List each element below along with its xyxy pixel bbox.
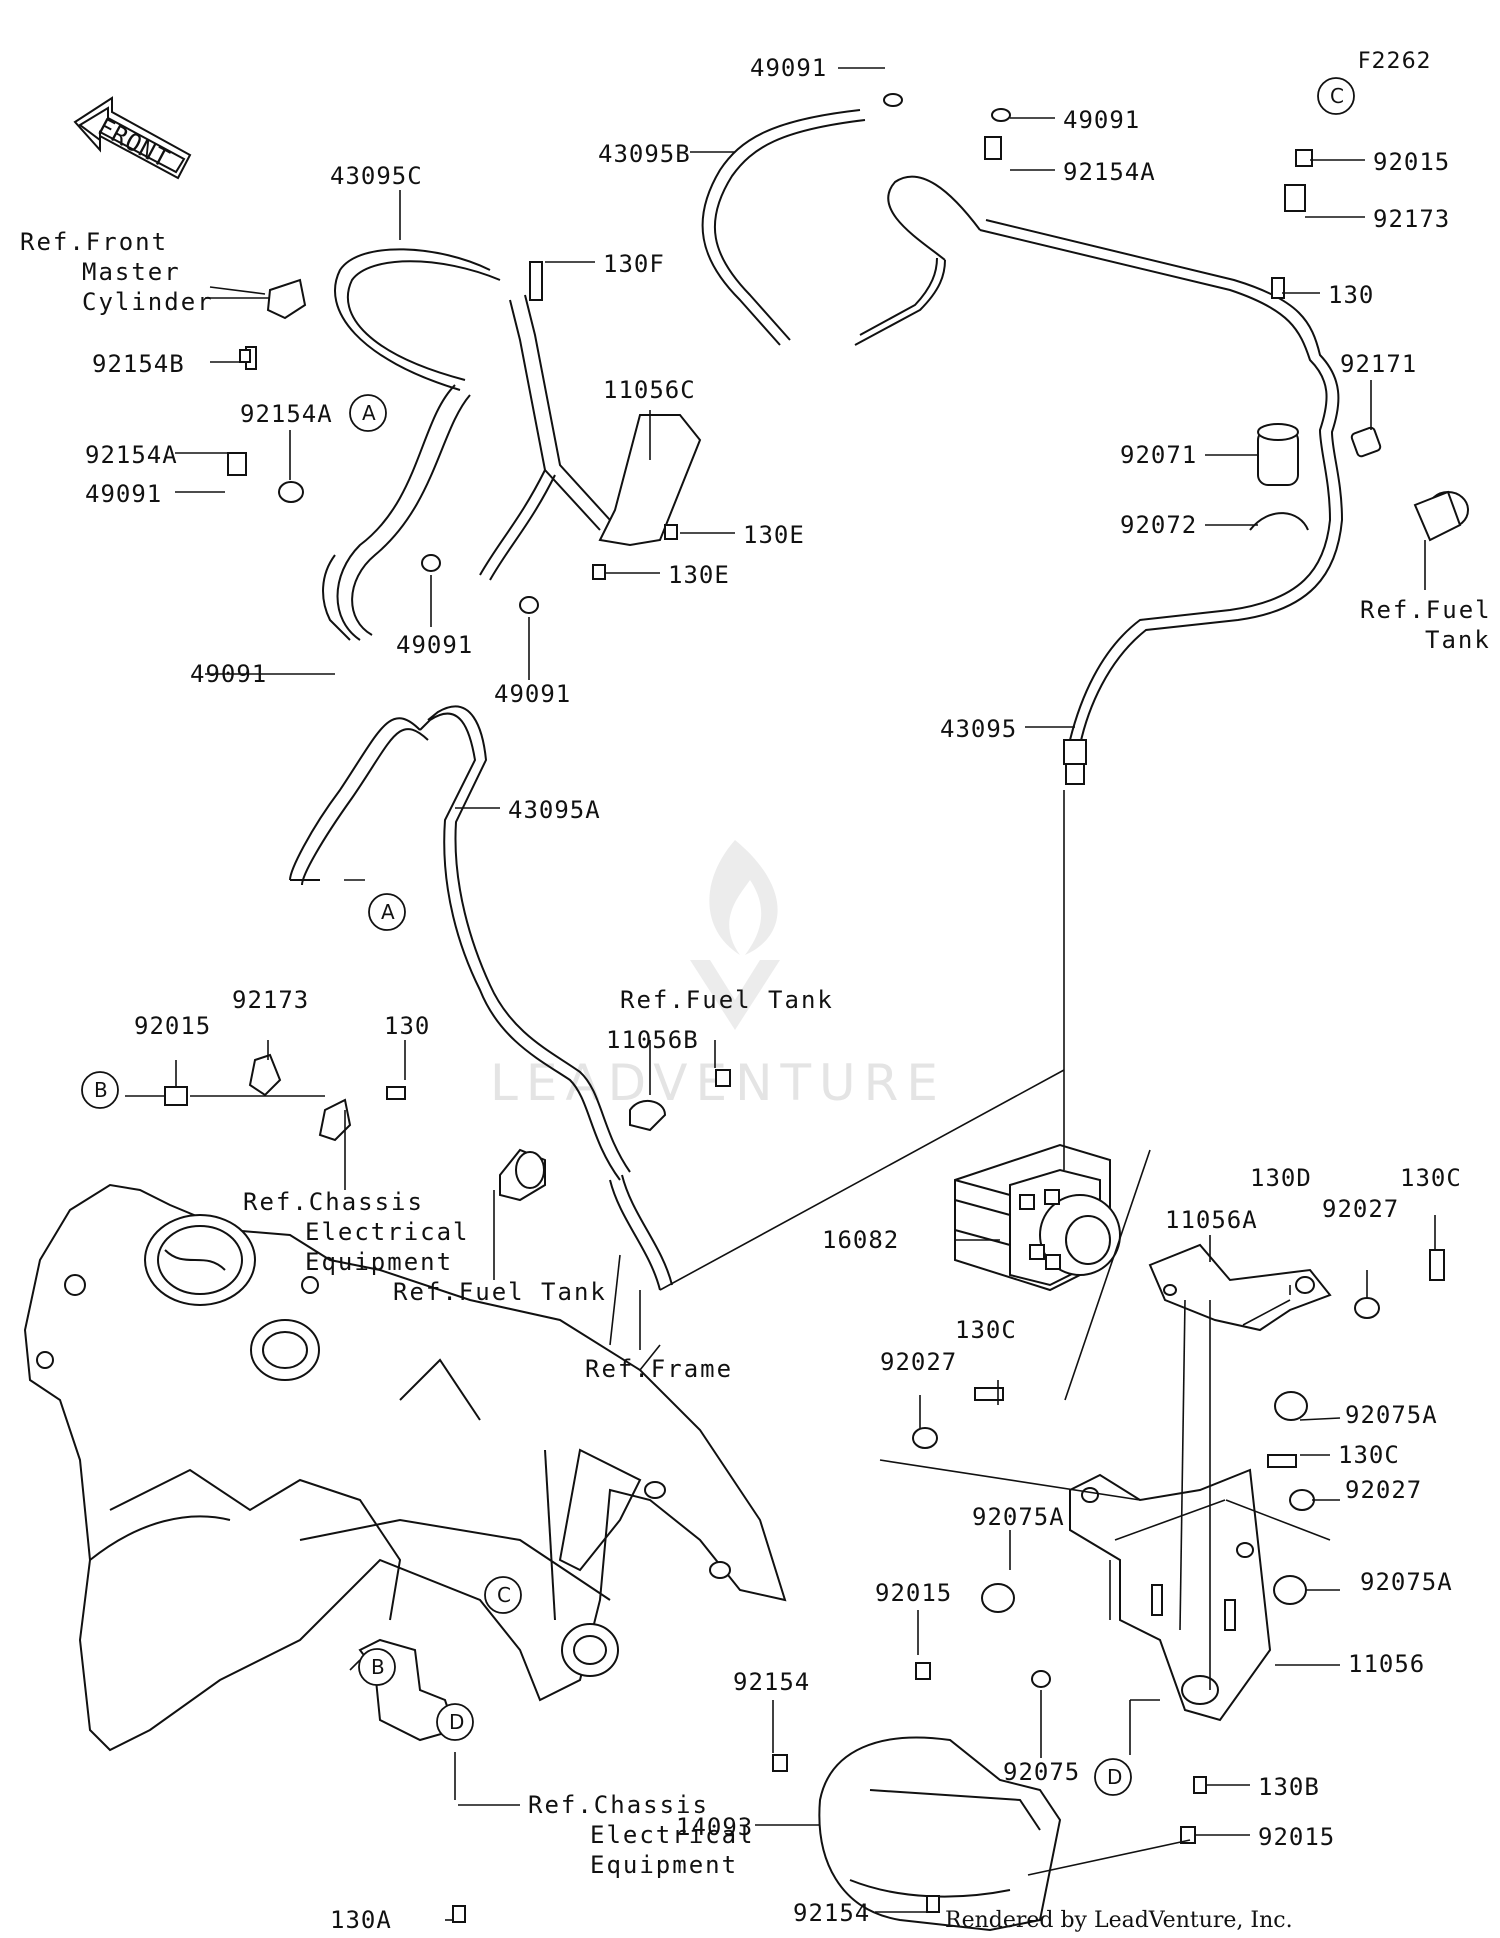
label-92154a-far-left: 92154A (85, 441, 178, 469)
label-130e-lower: 130E (668, 561, 730, 589)
label-49091-mid: 49091 (396, 631, 473, 659)
label-49091-top-right: 49091 (1063, 106, 1140, 134)
label-92075: 92075 (1003, 1758, 1080, 1786)
label-92075a-upper: 92075A (1345, 1401, 1438, 1429)
label-49091-far-left: 49091 (85, 480, 162, 508)
ref-fuel-tank-right-line2: Tank (1425, 626, 1491, 654)
label-130c-upper-right: 130C (1400, 1164, 1462, 1192)
reference-notes: Ref.Front Master Cylinder Ref.Fuel Tank … (20, 228, 1492, 1879)
label-49091-top: 49091 (750, 54, 827, 82)
label-92027-upper-right: 92027 (1322, 1195, 1399, 1223)
abs-unit (954, 1143, 1121, 1292)
label-92027-mid: 92027 (880, 1348, 957, 1376)
components (164, 93, 1469, 1932)
callout-c-frame-label: C (497, 1583, 511, 1607)
callout-d-left-label: D (449, 1710, 464, 1734)
label-92071: 92071 (1120, 441, 1197, 469)
ref-fuel-tank-center: Ref.Fuel Tank (620, 986, 834, 1014)
label-14093: 14093 (676, 1813, 753, 1841)
label-11056a: 11056A (1165, 1206, 1258, 1234)
ref-front-master-line2: Master (82, 258, 181, 286)
label-43095c: 43095C (330, 162, 423, 190)
ref-fuel-tank-right-line1: Ref.Fuel (1360, 596, 1492, 624)
callout-a-top (349, 394, 387, 432)
ref-front-master-line1: Ref.Front (20, 228, 168, 256)
label-92154-bottom: 92154 (793, 1899, 870, 1927)
watermark-text: LEADVENTURE (490, 1054, 946, 1112)
credit-text: Rendered by LeadVenture, Inc. (945, 1908, 1293, 1933)
callout-a-mid-label: A (381, 900, 395, 924)
label-16082: 16082 (822, 1226, 899, 1254)
label-92015-left: 92015 (134, 1012, 211, 1040)
callout-b-left (81, 1071, 119, 1109)
label-43095a: 43095A (508, 796, 601, 824)
ref-fuel-tank-lower: Ref.Fuel Tank (393, 1278, 607, 1306)
label-130c-lower: 130C (1338, 1441, 1400, 1469)
callout-d-right-label: D (1107, 1765, 1122, 1789)
label-92027-lower: 92027 (1345, 1476, 1422, 1504)
ref-frame: Ref.Frame (585, 1355, 733, 1383)
label-92173-top: 92173 (1373, 205, 1450, 233)
label-92075a-lower: 92075A (1360, 1568, 1453, 1596)
label-11056: 11056 (1348, 1650, 1425, 1678)
label-130d: 130D (1250, 1164, 1312, 1192)
label-92072: 92072 (1120, 511, 1197, 539)
label-130c-mid: 130C (955, 1316, 1017, 1344)
callout-c-top (1317, 77, 1355, 115)
callout-c-frame (484, 1576, 522, 1614)
label-130-left: 130 (384, 1012, 430, 1040)
ref-front-master-line3: Cylinder (82, 288, 214, 316)
diagram-code: F2262 (1358, 49, 1432, 74)
label-92075a-mid: 92075A (972, 1503, 1065, 1531)
label-92015-top: 92015 (1373, 148, 1450, 176)
label-92173-left: 92173 (232, 986, 309, 1014)
ref-chassis-left-line2: Electrical (305, 1218, 470, 1246)
front-arrow-label: FRONT (93, 113, 174, 174)
label-49091-bottom-left: 49091 (190, 660, 267, 688)
label-130a: 130A (330, 1906, 392, 1934)
callout-d-left (436, 1703, 474, 1741)
label-130e-upper: 130E (743, 521, 805, 549)
leader-lines (125, 67, 1436, 1921)
label-92154b: 92154B (92, 350, 185, 378)
label-11056c: 11056C (603, 376, 696, 404)
callouts: A A B B C C D D (81, 77, 1355, 1796)
callout-d-right (1094, 1758, 1132, 1796)
callout-a-mid (368, 893, 406, 931)
ref-chassis-left-line1: Ref.Chassis (243, 1188, 424, 1216)
watermark: LEADVENTURE (490, 840, 946, 1112)
callout-b-left-label: B (94, 1078, 108, 1102)
callout-c-top-label: C (1330, 84, 1344, 108)
frame-drawing (23, 1183, 787, 1752)
ref-chassis-bottom-line3: Equipment (590, 1851, 738, 1879)
label-92154a-top: 92154A (1063, 158, 1156, 186)
label-130-top: 130 (1328, 281, 1374, 309)
callout-a-top-label: A (362, 401, 376, 425)
label-130b: 130B (1258, 1773, 1320, 1801)
label-11056b: 11056B (606, 1026, 699, 1054)
label-49091-mid-right: 49091 (494, 680, 571, 708)
label-92171: 92171 (1340, 350, 1417, 378)
ref-chassis-left-line3: Equipment (305, 1248, 453, 1276)
label-43095: 43095 (940, 715, 1017, 743)
callout-b-frame-label: B (371, 1655, 385, 1679)
label-92154a-left: 92154A (240, 400, 333, 428)
brake-lines (289, 109, 1344, 1291)
ref-chassis-bottom-line2: Electrical (590, 1821, 755, 1849)
label-43095b: 43095B (598, 140, 691, 168)
front-arrow: FRONT (73, 96, 192, 180)
part-labels: 49091 43095B 49091 92154A 92015 92173 13… (85, 54, 1462, 1934)
ref-chassis-bottom-line1: Ref.Chassis (528, 1791, 709, 1819)
label-92154-mid: 92154 (733, 1668, 810, 1696)
label-130f: 130F (603, 250, 665, 278)
callout-b-frame (358, 1648, 396, 1686)
label-92015-mid: 92015 (875, 1579, 952, 1607)
label-92015-bottom: 92015 (1258, 1823, 1335, 1851)
